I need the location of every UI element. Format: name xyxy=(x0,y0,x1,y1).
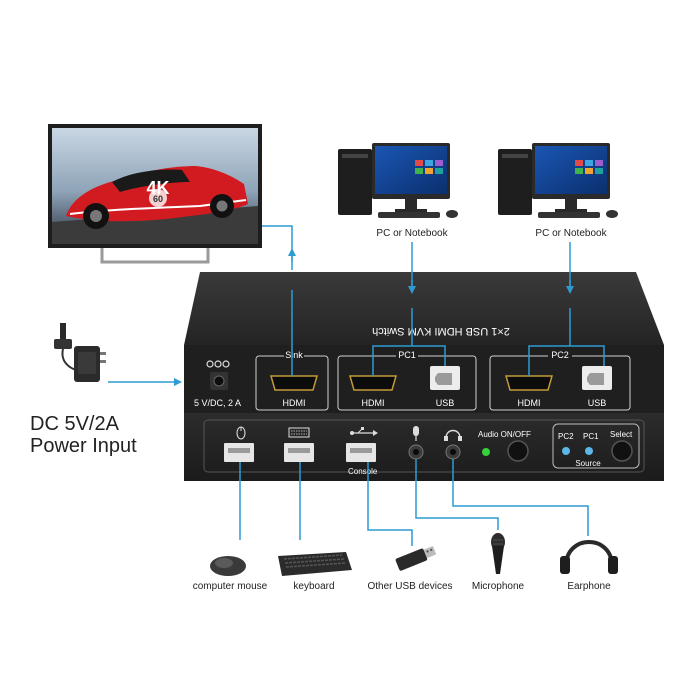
pc1-port-bracket xyxy=(372,345,446,376)
microphone-cable-line xyxy=(415,459,499,530)
pc2-hdmi-label: HDMI xyxy=(518,398,541,408)
pc2-group-label: PC2 xyxy=(551,350,569,360)
earphone-cable-line xyxy=(452,459,589,536)
earphone-label: Earphone xyxy=(567,581,611,592)
usb-flash-drive-image xyxy=(395,546,437,571)
dc-jack-port[interactable] xyxy=(206,360,230,390)
sink-hdmi-port[interactable] xyxy=(270,375,318,391)
source-frame xyxy=(552,423,640,469)
microphone-image xyxy=(491,533,505,574)
pc2-port-bracket xyxy=(528,345,605,376)
pc1-source-label: PC1 xyxy=(583,432,599,441)
pc1-computer xyxy=(338,143,458,218)
keyboard-label: keyboard xyxy=(293,581,334,592)
connection-lines xyxy=(108,225,605,546)
pc2-computer xyxy=(498,143,618,218)
earphone-image xyxy=(560,540,618,574)
pc2-usb-label: USB xyxy=(588,398,607,408)
keyboard-image xyxy=(278,552,352,576)
pc2-tower xyxy=(498,149,532,215)
pc1-hdmi-label: HDMI xyxy=(362,398,385,408)
pc1-label: PC or Notebook xyxy=(376,228,448,239)
usb-device-cable-line xyxy=(367,462,413,546)
tv-cable-line xyxy=(262,225,293,262)
pc1-group-label: PC1 xyxy=(398,350,416,360)
select-source-button[interactable] xyxy=(611,440,633,462)
power-label-line1: DC 5V/2A xyxy=(30,413,120,435)
pc1-tower xyxy=(338,149,372,215)
computer-mouse-image xyxy=(210,556,246,576)
headphone-port-icon xyxy=(444,429,462,441)
mouse-label: computer mouse xyxy=(193,581,268,592)
mouse-usb-port[interactable] xyxy=(224,443,254,462)
keyboard-usb-port[interactable] xyxy=(284,443,314,462)
power-adapter xyxy=(54,323,106,382)
microphone-label: Microphone xyxy=(472,581,525,592)
device-top-text: 2×1 USB HDMI KVM Switch xyxy=(372,325,510,337)
device-front-panel xyxy=(184,413,664,481)
usb-devices-label: Other USB devices xyxy=(367,581,452,592)
tv-badge-60: 60 xyxy=(153,194,163,204)
console-label: Console xyxy=(348,467,378,476)
pc2-source-label: PC2 xyxy=(558,432,574,441)
usb-symbol-icon xyxy=(350,427,378,436)
source-label: Source xyxy=(575,459,601,468)
device-top-face xyxy=(184,272,664,345)
kvm-switch-device: 2×1 USB HDMI KVM Switch 5 V/DC, 2 A Sink… xyxy=(184,272,664,481)
microphone-port-icon xyxy=(413,426,419,441)
pc1-led xyxy=(585,447,593,455)
power-label-line2: Power Input xyxy=(30,435,137,457)
tv-badge-ring xyxy=(149,189,167,207)
microphone-jack[interactable] xyxy=(408,444,424,460)
pc2-keyboard xyxy=(538,212,600,218)
tv-monitor: 4K 60 xyxy=(48,124,262,264)
dc-label: 5 V/DC, 2 A xyxy=(194,398,241,408)
pc1-usb-label: USB xyxy=(436,398,455,408)
sink-hdmi-label: HDMI xyxy=(283,398,306,408)
audio-toggle-button[interactable] xyxy=(507,440,529,462)
select-button-label: Select xyxy=(610,430,633,439)
keyboard-port-icon xyxy=(288,427,310,438)
pc2-led xyxy=(562,447,570,455)
mouse-port-icon xyxy=(236,426,246,440)
audio-led xyxy=(482,448,490,456)
audio-toggle-label: Audio ON/OFF xyxy=(478,430,531,439)
pc2-label: PC or Notebook xyxy=(535,228,607,239)
pc1-keyboard xyxy=(378,212,440,218)
pc1-hdmi-port[interactable] xyxy=(349,375,397,391)
pc2-hdmi-port[interactable] xyxy=(505,375,553,391)
pc2-usb-b-port[interactable] xyxy=(582,366,612,390)
tv-stand xyxy=(100,248,210,264)
pc1-usb-b-port[interactable] xyxy=(430,366,460,390)
headphone-jack[interactable] xyxy=(445,444,461,460)
console-usb-port[interactable] xyxy=(346,443,376,462)
sink-group-label: Sink xyxy=(285,350,303,360)
